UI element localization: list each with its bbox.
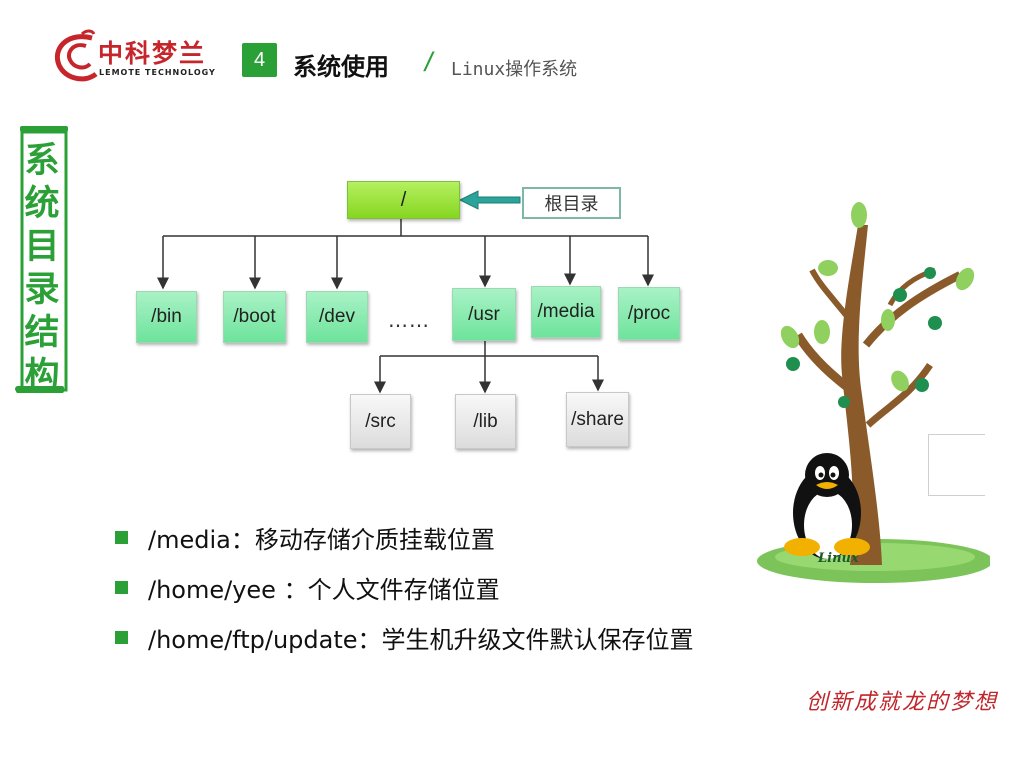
lemote-logo-icon bbox=[54, 29, 98, 82]
tree-penguin-illustration bbox=[757, 202, 990, 583]
root-directory-node: / bbox=[347, 181, 460, 219]
side-title: 系 统 目 录 结 构 bbox=[20, 140, 64, 398]
dir-node-boot: /boot bbox=[223, 291, 286, 343]
chapter-badge: 4 bbox=[242, 43, 277, 77]
page-subtitle: Linux操作系统 bbox=[451, 59, 578, 80]
side-title-char: 目 bbox=[24, 227, 60, 267]
bullet-square-icon bbox=[115, 581, 128, 594]
root-directory-label: 根目录 bbox=[522, 187, 621, 219]
dir-node-src: /src bbox=[350, 394, 411, 449]
dir-node-lib: /lib bbox=[455, 394, 516, 449]
list-item-text: /home/ftp/update：学生机升级文件默认保存位置 bbox=[148, 626, 694, 654]
logo-subtext: LEMOTE TECHNOLOGY bbox=[99, 68, 216, 77]
more-directories-ellipsis: …… bbox=[388, 308, 430, 332]
logo-text: 中科梦兰 bbox=[98, 39, 207, 68]
blank-frame bbox=[928, 434, 985, 496]
list-item-text: /home/yee ：个人文件存储位置 bbox=[148, 576, 500, 604]
side-title-char: 系 bbox=[24, 141, 60, 181]
list-item: /home/yee ：个人文件存储位置 bbox=[115, 570, 500, 605]
side-title-char: 构 bbox=[24, 356, 60, 396]
side-title-char: 录 bbox=[24, 270, 60, 310]
side-title-char: 统 bbox=[24, 184, 60, 224]
dir-node-bin: /bin bbox=[136, 291, 197, 343]
bullet-square-icon bbox=[115, 531, 128, 544]
side-title-char: 结 bbox=[24, 313, 60, 353]
dir-node-usr: /usr bbox=[452, 288, 516, 341]
title-separator: / bbox=[422, 47, 437, 75]
list-item: /media：移动存储介质挂载位置 bbox=[115, 520, 495, 555]
bullet-square-icon bbox=[115, 631, 128, 644]
dir-node-dev: /dev bbox=[306, 291, 368, 343]
page-title: 系统使用 bbox=[293, 53, 389, 81]
list-item: /home/ftp/update：学生机升级文件默认保存位置 bbox=[115, 620, 694, 655]
penguin-caption: Linux bbox=[818, 551, 859, 566]
dir-node-media: /media bbox=[531, 286, 601, 338]
list-item-text: /media：移动存储介质挂载位置 bbox=[148, 526, 495, 554]
scroll-banner-icon bbox=[15, 126, 68, 393]
slogan: 创新成就龙的梦想 bbox=[806, 690, 999, 715]
dir-node-proc: /proc bbox=[618, 287, 680, 340]
dir-node-share: /share bbox=[566, 392, 629, 447]
